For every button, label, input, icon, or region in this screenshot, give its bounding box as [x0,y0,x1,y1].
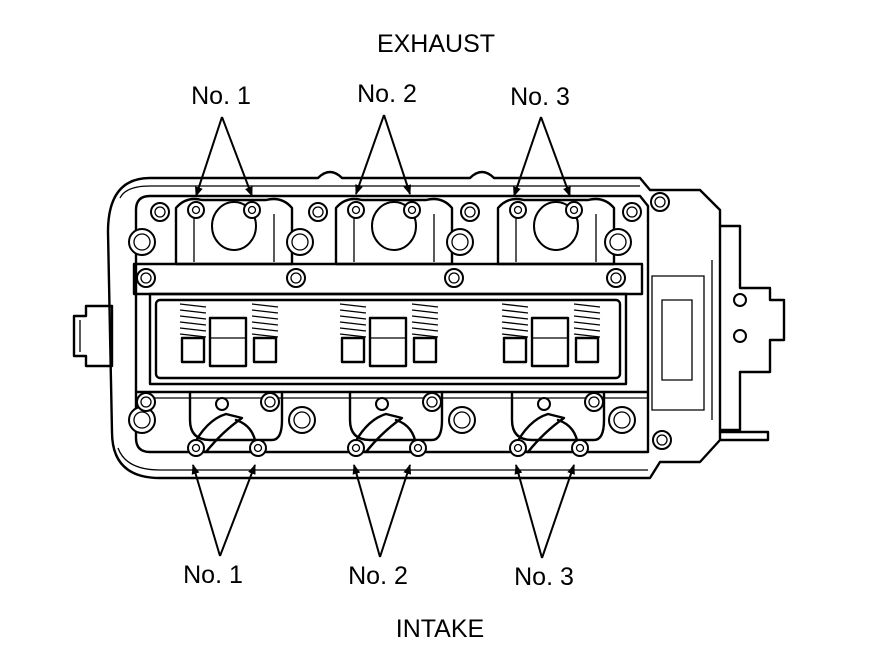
bolt [650,192,670,212]
head-bolts [128,192,672,450]
bolt [422,392,442,412]
intake-no1-label: No. 1 [183,561,243,589]
bolt [136,392,156,412]
bolt [606,268,626,288]
bolt [136,268,156,288]
bolt [584,392,604,412]
bolt [604,228,632,256]
bolt [608,406,636,434]
bolt [460,202,480,222]
bolt [308,202,328,222]
intake-no3-label: No. 3 [514,563,574,591]
exhaust-label: EXHAUST [377,30,495,58]
bolt [286,268,306,288]
exhaust-no2-label: No. 2 [357,80,417,108]
intake-arrows [191,464,575,559]
bolt [444,268,464,288]
bolt [446,228,474,256]
bolt [448,406,476,434]
cylinder-1-valvetrain [174,197,294,457]
exhaust-no3-label: No. 3 [510,83,570,111]
bolt [260,392,280,412]
cylinder-head-outline [72,170,786,480]
bolt [622,202,642,222]
cylinder-2-valvetrain [334,197,454,457]
bolt [652,430,672,450]
intake-label: INTAKE [396,615,484,643]
bolt [128,406,156,434]
intake-no2-label: No. 2 [348,562,408,590]
cylinder-valves-group [174,197,616,457]
bolt [288,406,316,434]
bolt [150,202,170,222]
bolt [128,228,156,256]
exhaust-arrows [195,114,571,197]
bolt [286,228,314,256]
cylinder-3-valvetrain [496,197,616,457]
exhaust-no1-label: No. 1 [191,82,251,110]
